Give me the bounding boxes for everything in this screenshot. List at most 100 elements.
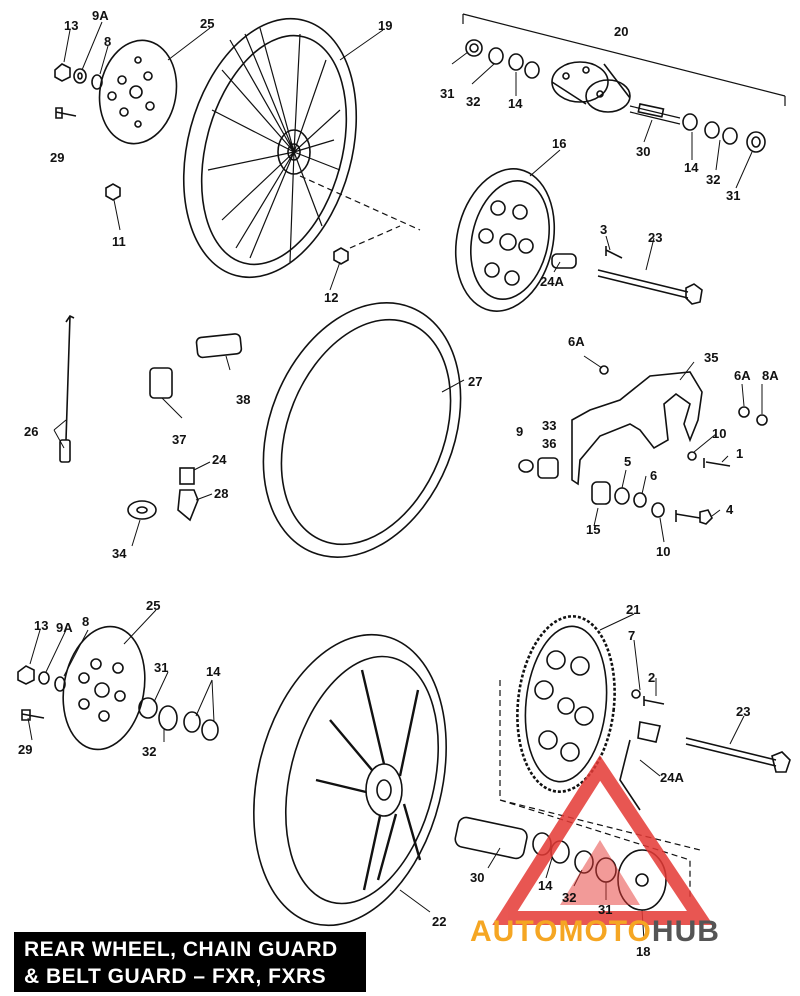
callout: 12	[324, 290, 338, 305]
callout: 14	[508, 96, 523, 111]
rim-27	[262, 302, 462, 558]
callout: 6A	[568, 334, 585, 349]
callout: 23	[648, 230, 662, 245]
spacer-24a-upper	[551, 253, 577, 269]
callout: 32	[706, 172, 720, 187]
washer-9a-upper	[73, 68, 87, 84]
callout: 4	[726, 502, 734, 517]
washer-6a-right	[738, 406, 750, 418]
chain-guard-35	[571, 365, 703, 486]
callout: 28	[214, 486, 228, 501]
watermark-text-left: AUTOMOTO	[470, 915, 652, 948]
watermark-text-right: HUB	[651, 915, 720, 948]
callout: 31	[154, 660, 168, 675]
axle-23-lower	[685, 737, 791, 773]
callout: 10	[712, 426, 726, 441]
nut-12	[333, 247, 349, 265]
spacer-5	[614, 487, 630, 505]
callout: 32	[466, 94, 480, 109]
callout: 6A	[734, 368, 751, 383]
bearing-cup-31-right	[746, 131, 766, 153]
bolt-4	[675, 509, 713, 525]
seal-32-right	[722, 127, 738, 145]
callout: 8	[82, 614, 89, 629]
callout: 19	[378, 18, 392, 33]
callout: 38	[236, 392, 250, 407]
callout: 14	[206, 664, 221, 679]
callout: 21	[626, 602, 640, 617]
nut-13-upper	[54, 63, 71, 82]
callout: 26	[24, 424, 38, 439]
callout: 14	[684, 160, 699, 175]
callout: 24A	[540, 274, 564, 289]
callout: 9	[516, 424, 523, 439]
bearing-cup-31-lower	[138, 697, 158, 719]
bracket-24a-lower	[619, 721, 661, 811]
callout: 23	[736, 704, 750, 719]
callout: 25	[200, 16, 214, 31]
callout: 31	[598, 902, 612, 917]
callout: 10	[656, 544, 670, 559]
chain-sprocket-21	[516, 615, 616, 793]
callout: 2	[648, 670, 655, 685]
callout: 30	[636, 144, 650, 159]
callout: 15	[586, 522, 600, 537]
callout: 34	[112, 546, 127, 561]
washer-9	[518, 459, 534, 473]
callout: 35	[704, 350, 718, 365]
hub-assembly-20	[551, 61, 681, 125]
callout: 36	[542, 436, 556, 451]
spacer-15	[591, 481, 611, 505]
bolt-2	[643, 696, 665, 706]
callout: 9A	[56, 620, 73, 635]
callout: 22	[432, 914, 446, 929]
bearing-14-right	[682, 113, 720, 139]
title-line-1: REAR WHEEL, CHAIN GUARD	[24, 938, 338, 961]
spoke-26	[59, 314, 75, 463]
callout: 1	[736, 446, 743, 461]
washer-8-upper	[91, 74, 103, 90]
cap-37	[149, 367, 173, 399]
washer-8a	[756, 414, 768, 426]
callout: 20	[614, 24, 628, 39]
callout: 8	[104, 34, 111, 49]
bearing-cup-31-upper	[465, 39, 483, 57]
callout: 13	[34, 618, 48, 633]
pad-38	[195, 333, 243, 359]
spoked-wheel-19	[182, 17, 358, 279]
bolt-3	[605, 246, 623, 259]
callout: 31	[726, 188, 740, 203]
nut-34	[127, 500, 157, 520]
callout: 18	[636, 944, 650, 959]
callout: 5	[624, 454, 631, 469]
watermark-triangle	[492, 755, 714, 925]
callout: 8A	[762, 368, 779, 383]
watermark-logo: AUTOMOTOHUB	[470, 915, 720, 949]
washer-10-upper	[687, 451, 697, 461]
spacer-33-36	[537, 457, 559, 479]
bearing-14-lower	[183, 711, 219, 741]
callout: 31	[440, 86, 454, 101]
callout: 29	[50, 150, 64, 165]
callout: 6	[650, 468, 657, 483]
nut-11	[105, 183, 121, 201]
washer-7	[631, 689, 641, 699]
valve-stem-28	[177, 489, 199, 522]
callout: 37	[172, 432, 186, 447]
bolt-1	[703, 458, 731, 468]
washer-10-lower	[651, 502, 665, 518]
valve-core-24	[179, 467, 195, 485]
callout: 27	[468, 374, 482, 389]
callout: 13	[64, 18, 78, 33]
bearing-14-upper	[508, 53, 540, 79]
washer-9a-lower	[38, 671, 50, 685]
callout: 11	[112, 234, 126, 249]
bolt-29-upper	[55, 107, 77, 119]
callout: 3	[600, 222, 607, 237]
callout: 32	[142, 744, 156, 759]
callout: 9A	[92, 8, 109, 23]
callout: 30	[470, 870, 484, 885]
washer-8-lower	[54, 676, 66, 692]
spacer-30-lower	[454, 816, 528, 860]
